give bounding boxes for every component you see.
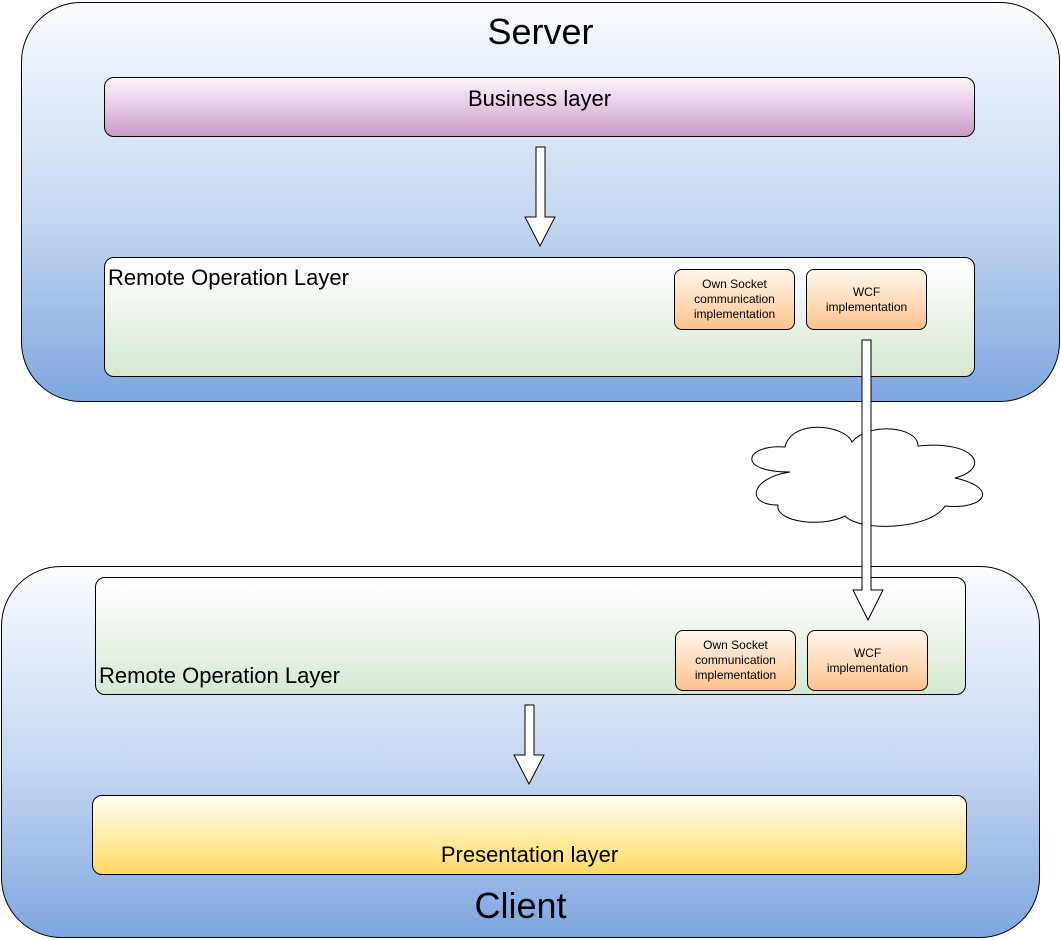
client-title: Client xyxy=(474,885,567,926)
client-socket-implementation: Own Socket communication implementation xyxy=(675,630,796,691)
business-layer: Business layer xyxy=(104,77,975,137)
client-wcf-implementation: WCF implementation xyxy=(807,630,928,691)
presentation-layer-label: Presentation layer xyxy=(440,842,619,867)
server-title: Server xyxy=(487,11,594,52)
client-socket-implementation-label: Own Socket communication implementation xyxy=(694,638,777,682)
presentation-layer: Presentation layer xyxy=(92,795,967,875)
server-socket-implementation-label: Own Socket communication implementation xyxy=(693,277,776,321)
cloud-icon xyxy=(751,426,983,527)
client-wcf-implementation-label: WCF implementation xyxy=(826,645,909,675)
business-layer-label: Business layer xyxy=(467,86,612,111)
server-wcf-implementation-label: WCF implementation xyxy=(825,284,908,314)
server-socket-implementation: Own Socket communication implementation xyxy=(674,269,795,330)
server-remote-operation-layer-label: Remote Operation Layer xyxy=(108,265,349,290)
client-remote-operation-layer-label: Remote Operation Layer xyxy=(99,663,340,688)
server-wcf-implementation: WCF implementation xyxy=(806,269,927,330)
